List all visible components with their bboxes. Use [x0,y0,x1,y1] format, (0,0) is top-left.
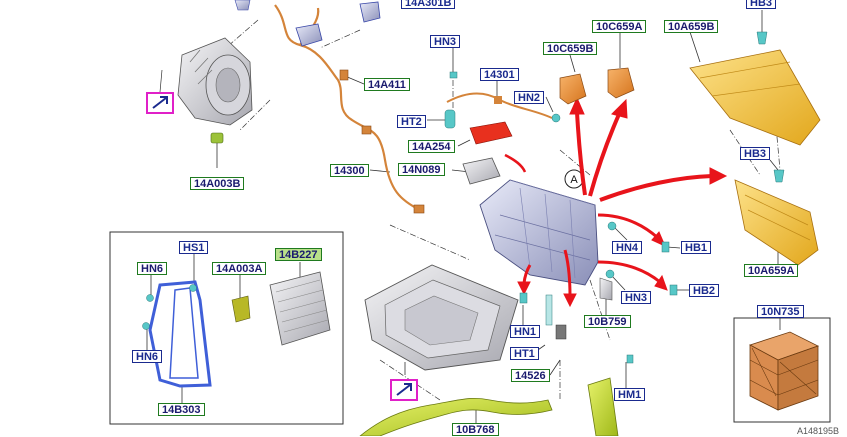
battery-unit [479,179,599,286]
label-14A003A[interactable]: 14A003A [212,262,267,275]
label-14A411[interactable]: 14A411 [364,78,410,91]
label-HN6-b[interactable]: HN6 [132,350,163,363]
label-HN3-top[interactable]: HN3 [430,35,461,48]
label-HB3-top[interactable]: HB3 [746,0,777,9]
label-HN6-a[interactable]: HN6 [137,262,168,275]
label-10B759[interactable]: 10B759 [584,315,631,328]
crate-icon [748,331,820,411]
label-10C659B[interactable]: 10C659B [543,42,598,55]
label-14300[interactable]: 14300 [330,164,369,177]
label-14301[interactable]: 14301 [480,68,519,81]
label-HB2[interactable]: HB2 [689,284,720,297]
connector-parts [559,67,635,105]
label-14B303[interactable]: 14B303 [158,403,205,416]
arrow-box-icon [390,379,418,401]
tray-10A659B [689,49,821,146]
hose-10B768 [359,397,553,436]
callout-letter: A [570,174,578,186]
label-HM1[interactable]: HM1 [614,388,646,401]
label-14A301B[interactable]: 14A301B [401,0,456,9]
crate-box [733,317,831,423]
label-HN2[interactable]: HN2 [514,91,545,104]
engine-icon [177,37,253,144]
bracket-top [234,0,381,47]
label-HS1[interactable]: HS1 [179,241,209,254]
label-10C659A[interactable]: 10C659A [592,20,647,33]
label-14B227[interactable]: 14B227 [275,248,322,261]
arrow-box-icon [146,69,174,114]
label-14A254[interactable]: 14A254 [408,140,455,153]
label-HN1[interactable]: HN1 [510,325,541,338]
label-10N735[interactable]: 10N735 [757,305,804,318]
label-HN4[interactable]: HN4 [612,241,643,254]
battery-tray [364,264,519,371]
bracket-14B303 [148,280,212,388]
label-14526[interactable]: 14526 [511,369,550,382]
tray-10A659A [734,179,819,266]
label-HB1[interactable]: HB1 [681,241,712,254]
label-HN3-mid[interactable]: HN3 [621,291,652,304]
label-10A659B[interactable]: 10A659B [664,20,719,33]
label-14N089[interactable]: 14N089 [398,163,445,176]
label-HT2[interactable]: HT2 [397,115,426,128]
label-14A003B[interactable]: 14A003B [190,177,245,190]
inset-box [109,231,344,425]
label-10B768[interactable]: 10B768 [452,423,499,436]
label-HT1[interactable]: HT1 [510,347,539,360]
red-arrows [504,96,728,308]
label-10A659A[interactable]: 10A659A [744,264,799,277]
footer-id: A148195B [796,426,839,436]
label-HB3[interactable]: HB3 [740,147,771,160]
